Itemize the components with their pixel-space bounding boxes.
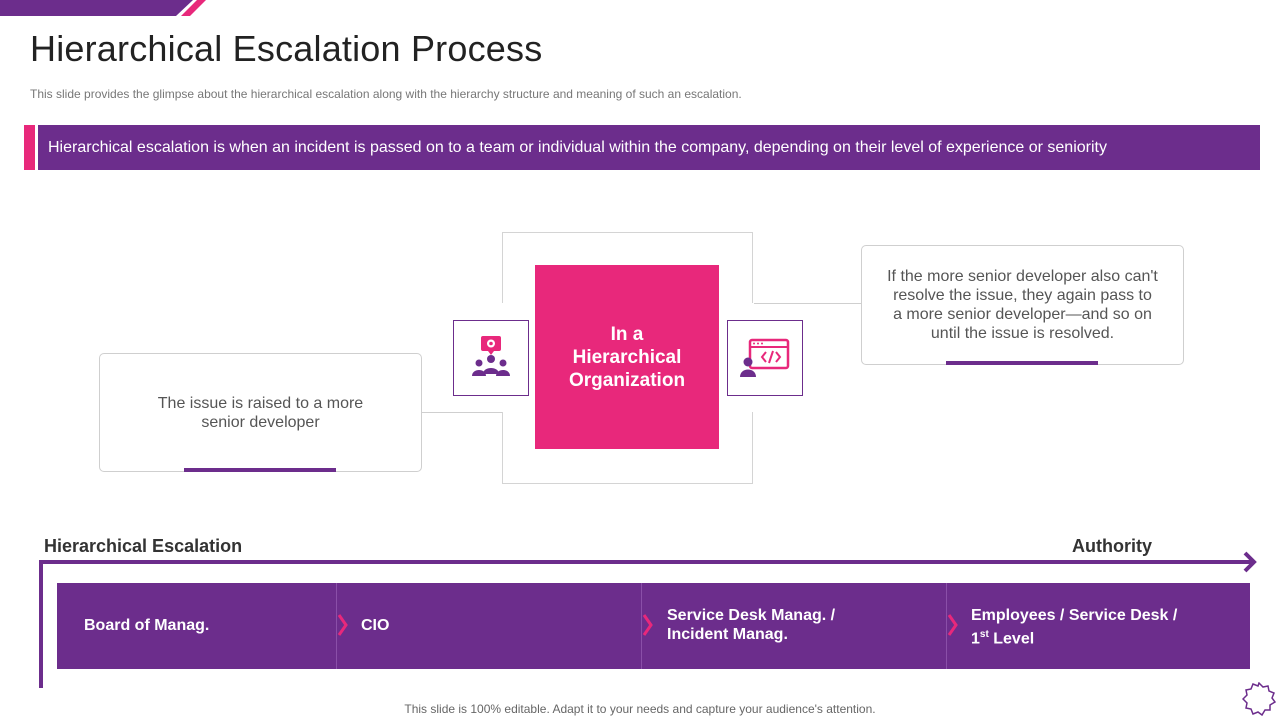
banner-accent (24, 125, 35, 170)
team-settings-icon (472, 336, 510, 376)
level-divider (946, 583, 947, 669)
level-sdm-line-1: Service Desk Manag. / (667, 607, 836, 624)
left-card-underline (184, 468, 336, 472)
level-cio: CIO (361, 616, 389, 635)
center-block: In a Hierarchical Organization (535, 265, 719, 449)
corner-decoration (0, 0, 206, 16)
level-board-label: Board of Manag. (84, 617, 210, 634)
left-card-line-2: senior developer (201, 413, 320, 431)
chevron-right-icon (337, 614, 348, 636)
settings-gear-icon (1242, 682, 1276, 716)
center-line-3: Organization (568, 369, 686, 391)
right-card-underline (946, 361, 1098, 365)
definition-banner: Hierarchical escalation is when an incid… (38, 125, 1260, 170)
level-emp-line-1: Employees / Service Desk / (971, 607, 1178, 624)
right-card-line-4: until the issue is resolved. (930, 325, 1115, 342)
team-settings-icon-box (453, 320, 529, 396)
axis-end-label: Authority (1072, 536, 1152, 556)
right-connector (752, 303, 862, 304)
developer-code-icon (740, 338, 790, 377)
left-description-card: The issue is raised to a more senior dev… (99, 353, 422, 472)
chevron-right-icon (947, 614, 958, 636)
right-card-line-2: resolve the issue, they again pass to (893, 287, 1152, 304)
right-card-line-1: If the more senior developer also can't (887, 268, 1158, 285)
center-line-1: In a (610, 323, 644, 345)
level-divider (336, 583, 337, 669)
level-cio-label: CIO (361, 617, 390, 634)
left-connector (421, 412, 503, 413)
level-service-desk-manager: Service Desk Manag. / Incident Manag. (667, 606, 835, 644)
developer-code-icon-box (727, 320, 803, 396)
level-divider (641, 583, 642, 669)
level-employees: Employees / Service Desk / 1st Level (971, 606, 1177, 648)
axis-start-label: Hierarchical Escalation (44, 536, 243, 556)
level-board: Board of Manag. (84, 616, 209, 635)
left-card-line-1: The issue is raised to a more (157, 394, 364, 412)
page-subtitle: This slide provides the glimpse about th… (30, 87, 742, 101)
right-card-line-3: a more senior developer—and so on (893, 306, 1152, 323)
center-line-2: Hierarchical (572, 346, 682, 368)
definition-text: Hierarchical escalation is when an incid… (48, 138, 1107, 156)
level-emp-line-2: 1st Level (971, 629, 1035, 648)
level-sdm-line-2: Incident Manag. (667, 626, 788, 643)
right-description-card: If the more senior developer also can't … (861, 245, 1184, 365)
chevron-right-icon (642, 614, 653, 636)
escalation-levels-band (57, 583, 1250, 669)
page-title: Hierarchical Escalation Process (30, 28, 543, 69)
footer-note: This slide is 100% editable. Adapt it to… (404, 702, 876, 716)
